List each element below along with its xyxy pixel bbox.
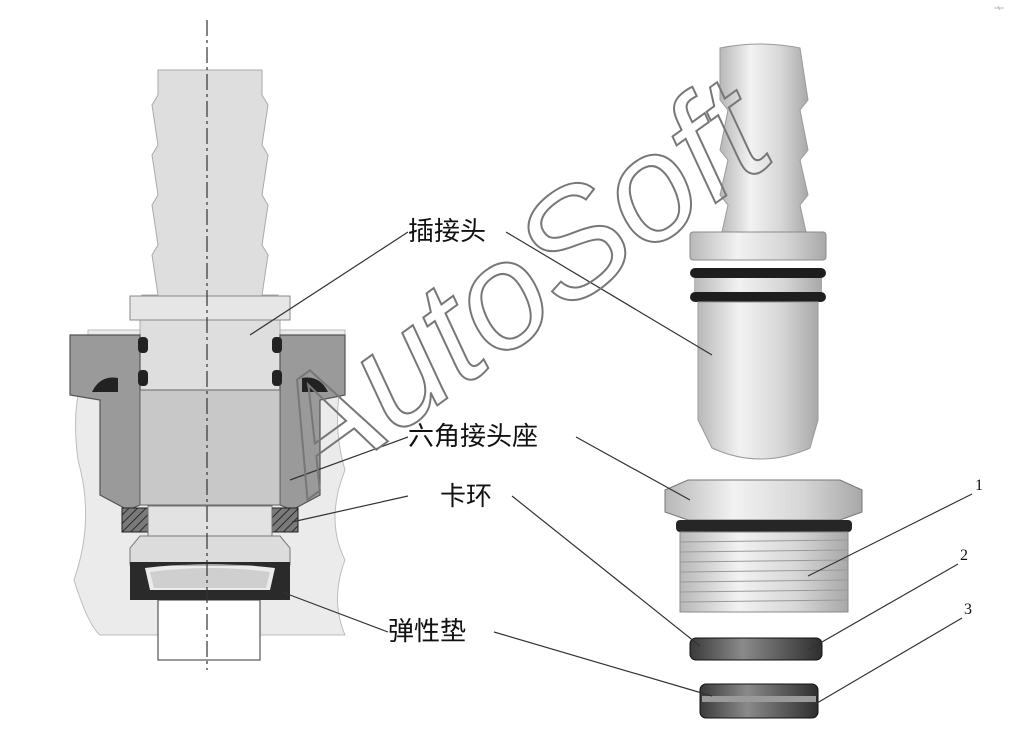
leader-pad-left [281, 591, 389, 633]
label-snap-ring: 卡环 [440, 482, 492, 512]
elastic-pad-section [130, 562, 290, 600]
lower-body [147, 505, 273, 537]
hex-socket-part [664, 479, 863, 521]
label-elastic-pad: 弹性垫 [388, 617, 466, 647]
leader-snap-left [291, 495, 409, 523]
label-plug-connector: 插接头 [408, 217, 486, 247]
plug-collar [129, 295, 291, 321]
o-ring-upper-left [138, 337, 148, 353]
exploded-view [664, 43, 863, 719]
plug-part-lower [697, 301, 819, 460]
snap-ring-part [689, 637, 823, 661]
leader-plug-left [249, 231, 409, 336]
leader-hex-right [575, 436, 691, 501]
snap-ring-right [271, 507, 299, 533]
hex-socket-left [69, 334, 141, 511]
label-number-2: 2 [960, 547, 968, 564]
elastic-pad-inner [150, 568, 270, 588]
leader-plug-right [505, 231, 713, 356]
leader-num-3 [811, 617, 963, 707]
label-number-3: 3 [964, 601, 972, 618]
plug-part-oring-1 [690, 268, 826, 278]
cross-section-view [69, 20, 346, 670]
hex-socket-right [279, 334, 346, 511]
top-seal-right [302, 377, 328, 392]
leader-pad-right [493, 631, 713, 697]
housing-bore [157, 599, 261, 661]
inner-sleeve [139, 389, 281, 506]
o-ring-upper-right [272, 337, 282, 353]
hex-socket-gasket [676, 520, 852, 532]
label-hex-socket: 六角接头座 [408, 422, 538, 452]
top-seal-left [92, 377, 118, 392]
label-number-1: 1 [975, 477, 983, 494]
o-ring-mid-right [272, 370, 282, 386]
leader-num-2 [807, 563, 959, 651]
leader-snap-right [511, 495, 701, 647]
o-ring-mid-left [138, 370, 148, 386]
leader-hex-left [289, 436, 409, 481]
plug-connector-part [719, 43, 809, 233]
plug-part-body [694, 278, 822, 292]
leader-lines [249, 231, 973, 707]
corner-mark-icon [994, 5, 1004, 11]
elastic-pad-groove [702, 696, 816, 702]
leader-num-1 [807, 493, 973, 577]
snap-ring-left [121, 507, 149, 533]
plug-part-oring-2 [690, 292, 826, 302]
plug-part-collar [689, 231, 827, 261]
lower-cup [129, 535, 291, 566]
